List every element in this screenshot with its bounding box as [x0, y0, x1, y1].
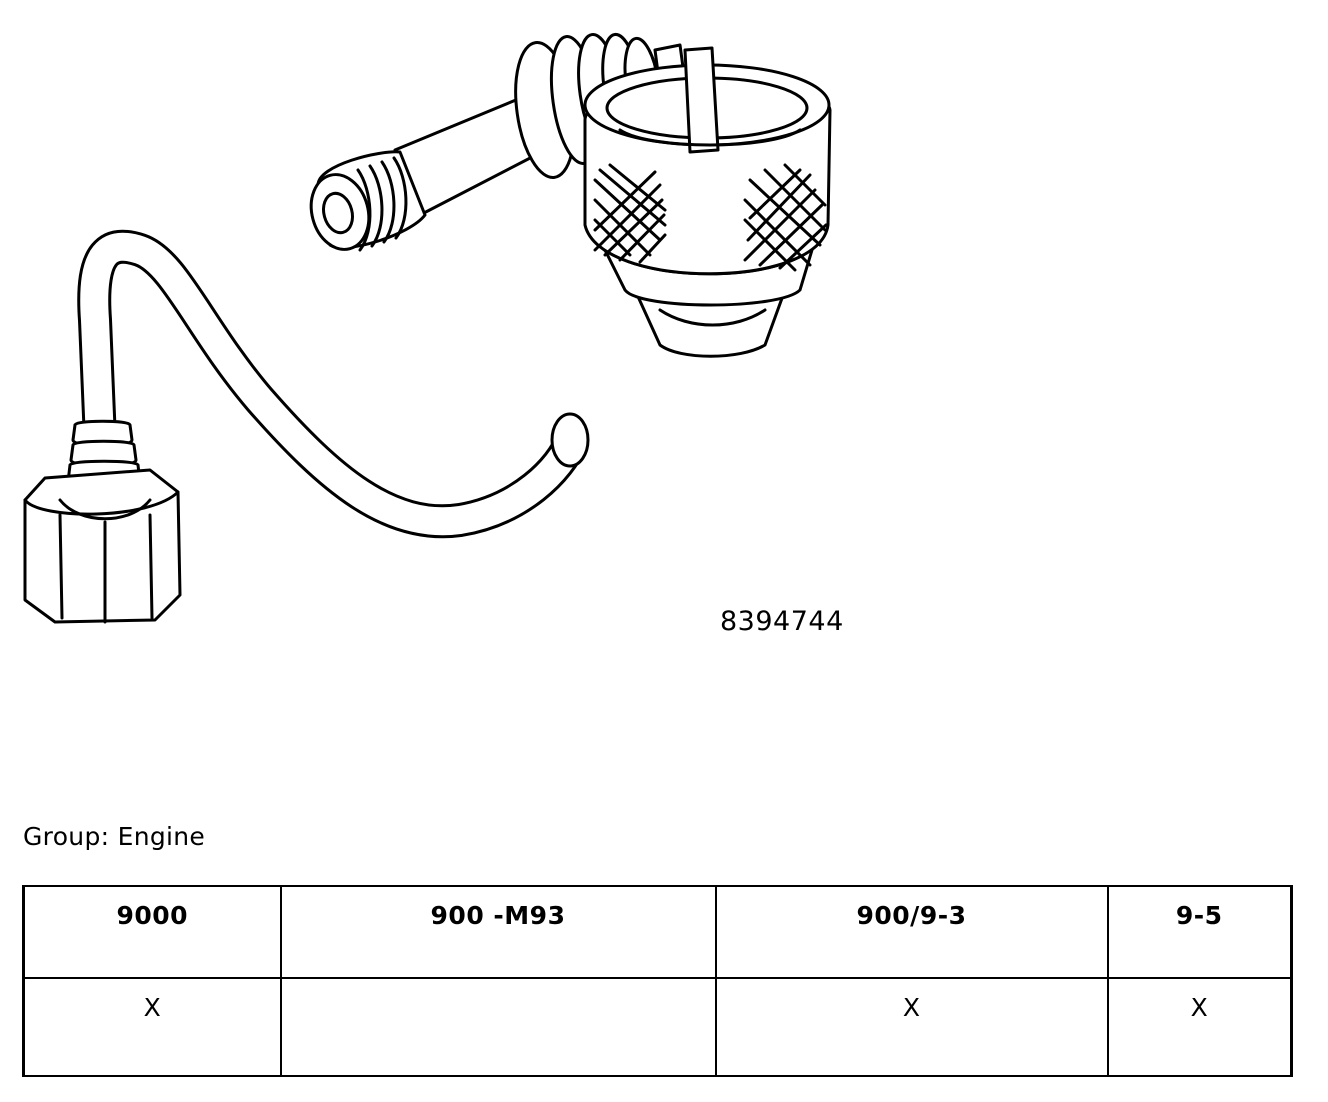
model-compatibility-table: 9000 900 -M93 900/9-3 9-5 X X X [22, 885, 1293, 1077]
injector-tube-icon [303, 90, 565, 256]
union-nut-icon [25, 421, 180, 622]
part-number: 8394744 [720, 606, 844, 637]
cell-900-9-3: X [714, 977, 1109, 1077]
column-header-900-m93: 900 -M93 [279, 885, 717, 979]
table-row: X X X [22, 977, 1293, 1077]
column-header-9-5: 9-5 [1106, 885, 1293, 979]
group-label: Group: Engine [23, 822, 205, 851]
cell-9-5: X [1106, 977, 1293, 1077]
column-header-900-9-3: 900/9-3 [714, 885, 1109, 979]
injector-cup-icon [585, 48, 830, 356]
cell-9000: X [22, 977, 282, 1077]
group-value: Engine [117, 822, 206, 851]
cell-900-m93 [279, 977, 717, 1077]
fuel-pipe-icon [94, 247, 588, 522]
group-label-prefix: Group: [23, 822, 110, 851]
table-header-row: 9000 900 -M93 900/9-3 9-5 [22, 885, 1293, 979]
fuel-injector-line-drawing-icon [0, 0, 900, 660]
column-header-9000: 9000 [22, 885, 282, 979]
